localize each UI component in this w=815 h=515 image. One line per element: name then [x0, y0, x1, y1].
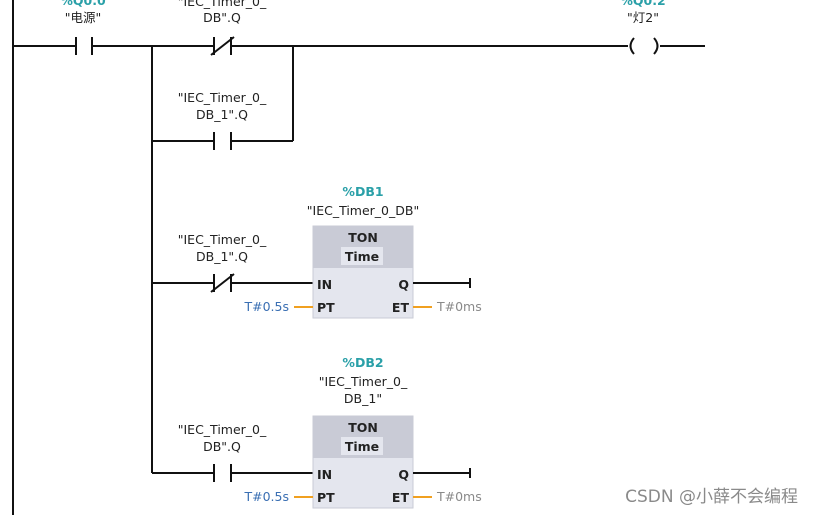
timer2-pin-q: Q	[398, 467, 409, 482]
timer1-pin-q: Q	[398, 277, 409, 292]
timer2-pin-et: ET	[392, 490, 410, 505]
timer1-pin-in: IN	[317, 277, 332, 292]
nc-timer0-tag-line2: DB".Q	[203, 10, 241, 25]
timer1-ton-block[interactable]	[312, 225, 414, 319]
timer1-pin-et: ET	[392, 300, 410, 315]
timer2-ton-block[interactable]	[312, 415, 414, 509]
timer1-pt-value[interactable]: T#0.5s	[243, 299, 289, 314]
timer2-subtype: Time	[345, 439, 379, 454]
power-contact[interactable]	[75, 37, 93, 55]
timer1-pin-pt: PT	[317, 300, 335, 315]
output-coil[interactable]	[629, 37, 659, 55]
timer2-pt-value[interactable]: T#0.5s	[243, 489, 289, 504]
timer1-input-tag-line1: "IEC_Timer_0_	[178, 232, 267, 247]
timer1-subtype: Time	[345, 249, 379, 264]
nc-timer0-contact[interactable]	[210, 36, 235, 56]
branch-timer1-contact[interactable]	[213, 132, 232, 150]
timer1-db-name: "IEC_Timer_0_DB"	[307, 203, 419, 218]
timer2-db-address: %DB2	[342, 355, 383, 370]
timer1-input-contact-nc[interactable]	[210, 273, 235, 293]
timer2-et-value: T#0ms	[436, 489, 482, 504]
timer1-et-value: T#0ms	[436, 299, 482, 314]
branch-timer1-tag-line2: DB_1".Q	[196, 107, 248, 122]
timer2-type: TON	[348, 420, 378, 435]
timer2-input-contact-no[interactable]	[213, 464, 232, 482]
timer2-input-tag-line2: DB".Q	[203, 439, 241, 454]
timer2-db-name-line1: "IEC_Timer_0_	[319, 374, 408, 389]
output-coil-tag: "灯2"	[627, 10, 659, 25]
output-coil-address: %Q0.2	[620, 0, 665, 8]
branch-timer1-tag-line1: "IEC_Timer_0_	[178, 90, 267, 105]
timer1-db-address: %DB1	[342, 184, 383, 199]
nc-timer0-tag-line1: "IEC_Timer_0_	[178, 0, 267, 9]
timer2-db-name-line2: DB_1"	[344, 391, 382, 406]
timer2-pin-in: IN	[317, 467, 332, 482]
power-contact-address: %Q0.0	[60, 0, 106, 8]
timer2-pin-pt: PT	[317, 490, 335, 505]
timer1-input-tag-line2: DB_1".Q	[196, 249, 248, 264]
watermark: CSDN @小薛不会编程	[625, 487, 798, 507]
power-contact-tag: "电源"	[65, 10, 102, 25]
timer2-input-tag-line1: "IEC_Timer_0_	[178, 422, 267, 437]
timer1-type: TON	[348, 230, 378, 245]
